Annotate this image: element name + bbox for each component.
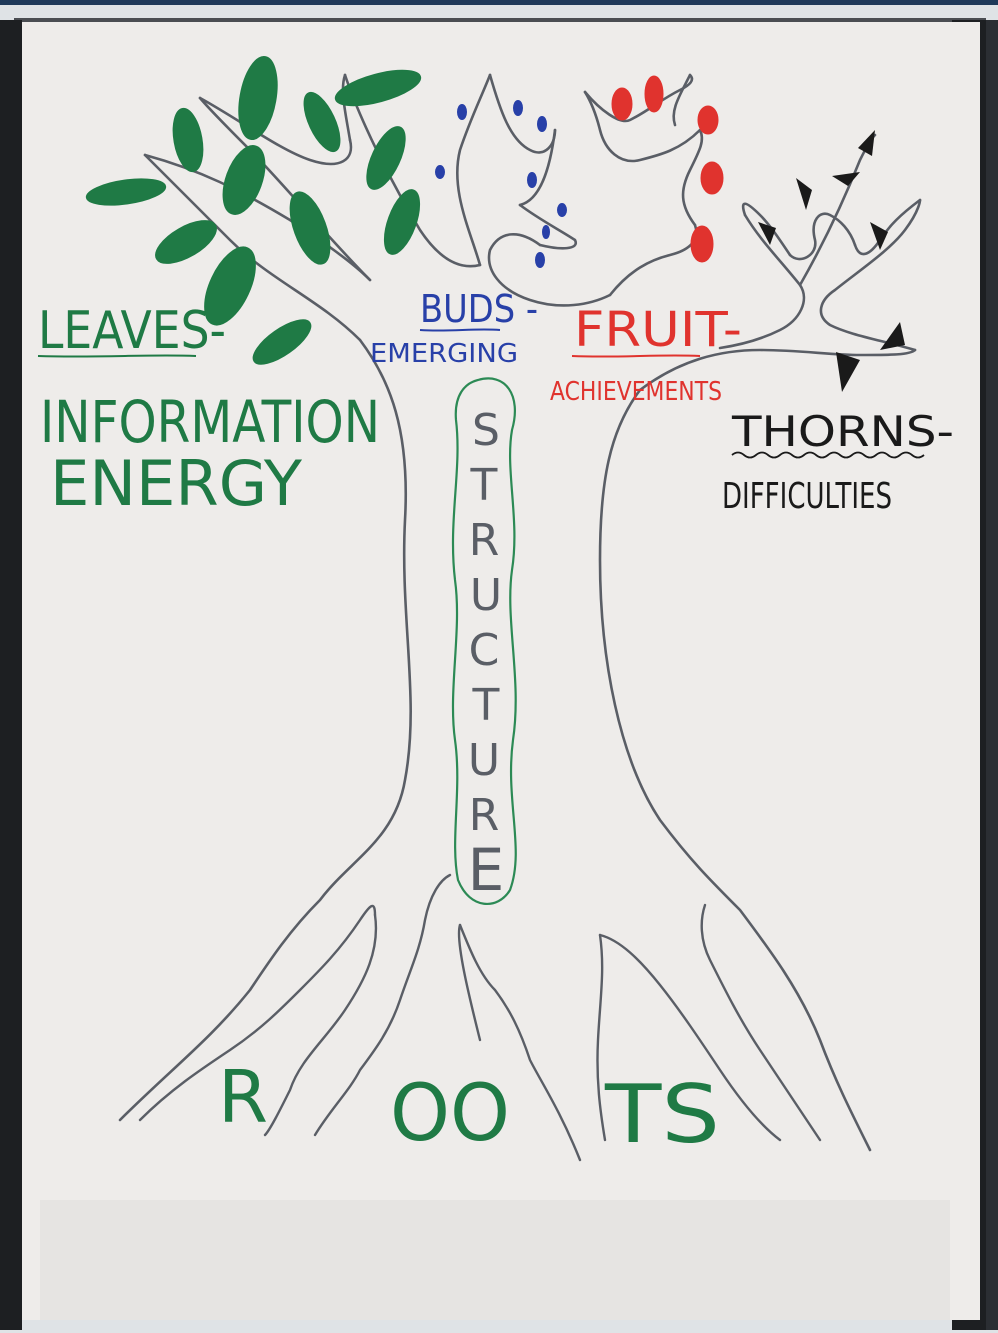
leaf (303, 91, 341, 153)
thorn (758, 222, 776, 245)
leaf (252, 319, 312, 365)
roots-letter-r: R (218, 1055, 268, 1139)
buds-group (435, 100, 567, 268)
leaf (366, 126, 406, 190)
structure-letter: R (469, 790, 500, 841)
thorns-underline (731, 451, 925, 459)
bud (457, 104, 467, 120)
bud (557, 203, 567, 217)
buds-title: BUDS - (420, 287, 538, 331)
flipchart-stand-left (0, 20, 22, 1330)
thorn (832, 172, 860, 186)
leaves-group (85, 56, 422, 365)
structure-letter: T (472, 680, 500, 731)
bud (535, 252, 545, 268)
bud (542, 225, 550, 239)
thorns-difficulties-text: DIFFICULTIES (722, 476, 892, 517)
paper-bottom-fold (40, 1200, 950, 1320)
tree-outline (118, 73, 922, 1152)
fruit (700, 161, 724, 195)
fruit-title: FRUIT- (574, 302, 742, 358)
thorn (880, 322, 905, 350)
structure-letter: U (468, 735, 500, 786)
buds-emerging-text: EMERGING (370, 339, 518, 369)
leaf (238, 56, 278, 140)
window-top-edge (0, 0, 998, 5)
leaf (289, 191, 331, 265)
structure-outline (451, 377, 517, 905)
fruit (690, 225, 714, 263)
leaf (204, 246, 256, 326)
fruit-underline (571, 354, 701, 358)
bud (537, 116, 547, 132)
structure-letter: U (470, 570, 502, 621)
leaf (334, 69, 422, 107)
roots-letters-ts: TS (604, 1068, 720, 1161)
fruit-group (611, 75, 724, 263)
roots-outline (138, 873, 822, 1162)
fruit-achievements-text: ACHIEVEMENTS (550, 377, 722, 407)
leaves-info-text: INFORMATION (40, 388, 380, 456)
roots-letters-oo: OO (390, 1069, 510, 1159)
bud (527, 172, 537, 188)
buds-underline (419, 328, 501, 332)
leaves-title: LEAVES- (38, 301, 226, 361)
fruit (611, 87, 633, 121)
thorns-title: THORNS- (731, 407, 954, 456)
thorn (836, 352, 860, 392)
structure-letter: S (472, 405, 500, 456)
fruit (644, 75, 664, 113)
bud (435, 165, 445, 179)
bud (513, 100, 523, 116)
leaves-underline (37, 354, 197, 358)
leaf (222, 145, 266, 215)
flipchart-stand-right-edge (986, 20, 998, 1330)
thorn (870, 222, 888, 250)
structure-letter: R (469, 515, 500, 566)
thorn (858, 130, 875, 156)
structure-letter: T (470, 460, 498, 511)
thorn (796, 178, 812, 210)
leaf (85, 178, 167, 206)
structure-letters: S T R U C T U R E (468, 405, 505, 904)
leaves-energy-text: ENERGY (50, 447, 302, 520)
structure-letter: E (468, 836, 505, 904)
leaf (155, 220, 217, 264)
thorns-group (758, 130, 905, 392)
leaf (172, 107, 204, 173)
structure-letter: C (469, 625, 500, 676)
fruit (697, 105, 719, 135)
leaf (383, 189, 421, 255)
